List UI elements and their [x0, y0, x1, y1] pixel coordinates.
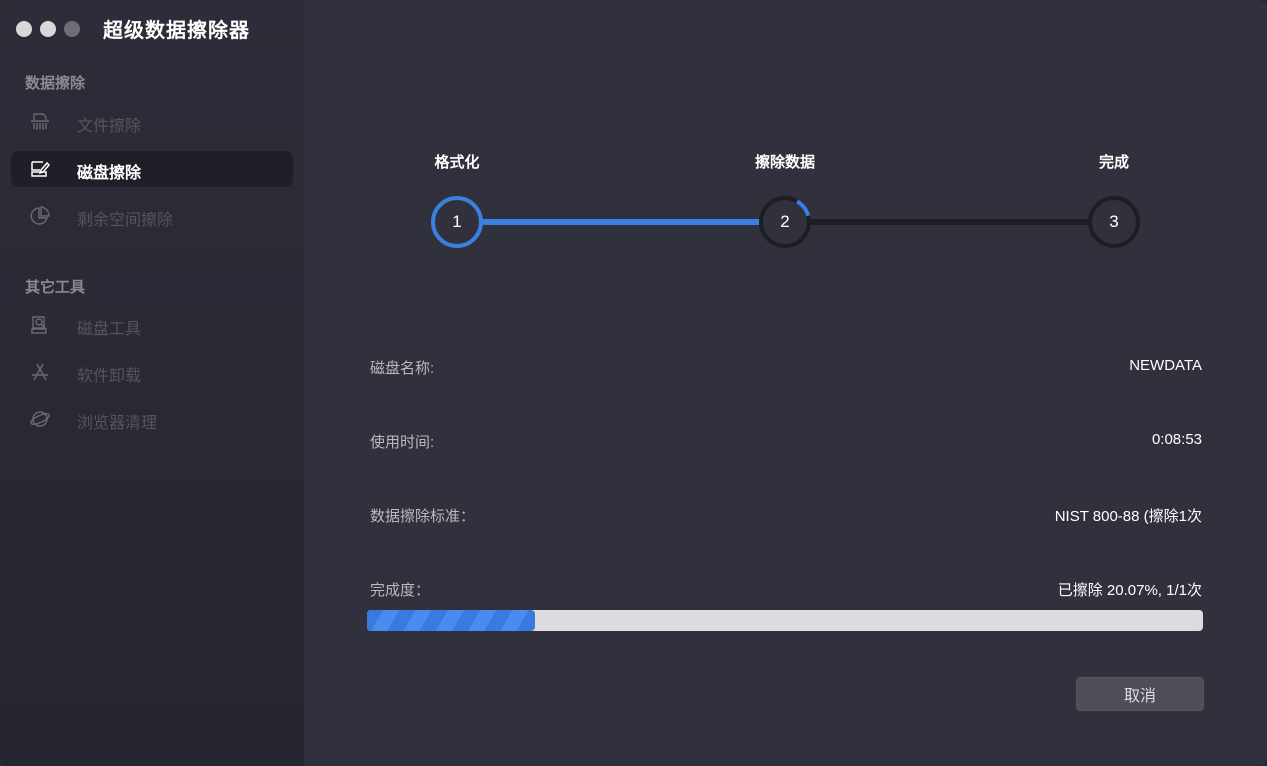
pie-chart-icon: [29, 205, 51, 227]
disk-erase-icon: [29, 158, 51, 180]
erase-standard-label: 数据擦除标准：: [370, 508, 476, 525]
shredder-icon: [29, 111, 51, 133]
window-controls: [16, 21, 80, 37]
planet-icon: [29, 408, 51, 430]
section-title-other-tools: 其它工具: [25, 279, 86, 296]
sidebar-item-label: 剩余空间擦除: [77, 212, 174, 229]
minimize-button[interactable]: [40, 21, 56, 37]
elapsed-time-label: 使用时间:: [370, 434, 435, 451]
progress-bar: [367, 610, 1203, 631]
disk-tool-icon: [29, 314, 51, 336]
progress-value: 已擦除 20.07%, 1/1次: [1057, 582, 1202, 599]
app-store-icon: [29, 361, 51, 383]
sidebar-item-browser-clean[interactable]: 浏览器清理: [11, 401, 293, 437]
sidebar-item-app-uninstall[interactable]: 软件卸载: [11, 354, 293, 390]
step-label-format: 格式化: [434, 154, 480, 171]
sidebar: 超级数据擦除器 数据擦除 文件擦除 磁盘擦除: [0, 0, 304, 766]
step-2-circle: 2: [759, 196, 811, 248]
app-title: 超级数据擦除器: [103, 20, 250, 42]
cancel-button[interactable]: 取消: [1076, 677, 1204, 711]
sidebar-item-disk-erase[interactable]: 磁盘擦除: [11, 151, 293, 187]
zoom-button[interactable]: [64, 21, 80, 37]
step-1-circle: 1: [431, 196, 483, 248]
disk-name-label: 磁盘名称:: [370, 360, 435, 377]
close-button[interactable]: [16, 21, 32, 37]
sidebar-item-free-space-erase[interactable]: 剩余空间擦除: [11, 198, 293, 234]
sidebar-item-label: 磁盘工具: [77, 321, 142, 338]
step-label-complete: 完成: [1098, 154, 1130, 171]
erase-standard-value: NIST 800-88 (擦除1次: [1054, 508, 1202, 525]
step-3-circle: 3: [1088, 196, 1140, 248]
sidebar-item-disk-tool[interactable]: 磁盘工具: [11, 307, 293, 343]
progress-label: 完成度：: [370, 582, 431, 599]
elapsed-time-value: 0:08:53: [1151, 431, 1202, 448]
disk-name-value: NEWDATA: [1129, 357, 1202, 374]
sidebar-item-label: 文件擦除: [77, 118, 142, 135]
step-label-erase-data: 擦除数据: [754, 154, 816, 171]
step-connector-pending: [807, 219, 1091, 225]
progress-bar-fill: [367, 610, 535, 631]
sidebar-item-label: 软件卸载: [77, 368, 142, 385]
step-connector-done: [479, 219, 763, 225]
sidebar-item-file-erase[interactable]: 文件擦除: [11, 104, 293, 140]
main-panel: 格式化 擦除数据 完成 1 2 3 磁盘名称: NEWDATA 使用时间: 0:…: [304, 0, 1267, 766]
sidebar-item-label: 磁盘擦除: [77, 165, 142, 182]
sidebar-item-label: 浏览器清理: [77, 415, 158, 432]
section-title-data-erase: 数据擦除: [25, 75, 86, 92]
